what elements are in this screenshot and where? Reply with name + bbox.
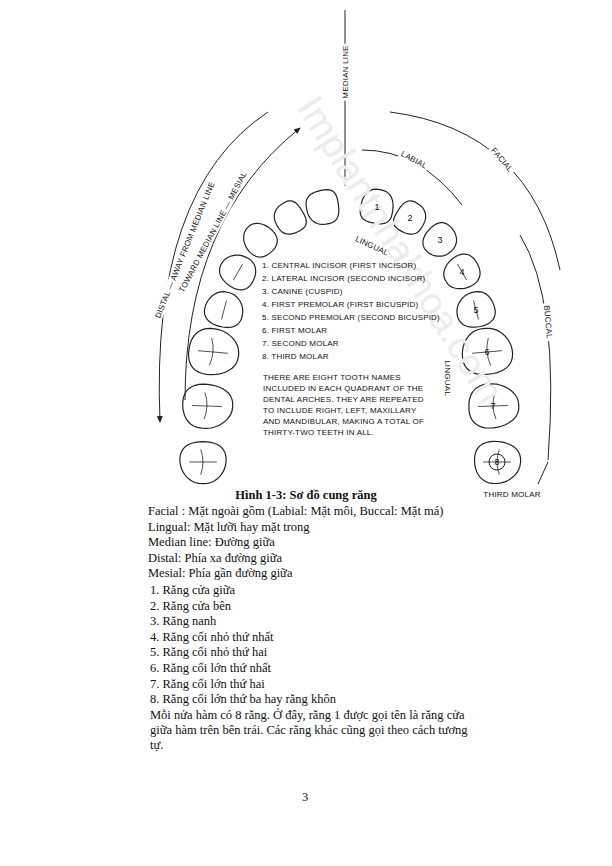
callout-number: 5 xyxy=(473,305,478,315)
list-item: 3. Răng nanh xyxy=(150,614,216,629)
callout-number: 4 xyxy=(459,267,464,277)
tooth-outline xyxy=(180,442,226,484)
tooth-outline xyxy=(220,255,256,290)
tooth-groove xyxy=(192,393,222,419)
list-item: 7. Răng cối lớn thứ hai xyxy=(150,677,265,692)
callout-number: 1 xyxy=(374,202,379,212)
callout-number: 2 xyxy=(407,213,412,223)
tooth-groove xyxy=(474,301,479,320)
surface-label: FACIAL xyxy=(488,145,516,176)
callout-number: 6 xyxy=(484,347,489,357)
buccal-arc xyxy=(520,235,551,460)
tooth-outline xyxy=(475,441,521,483)
surface-label: BUCCAL xyxy=(542,303,554,341)
tooth-groove xyxy=(222,301,227,320)
leader-line xyxy=(538,462,548,484)
tooth-outline xyxy=(183,384,233,428)
note-text: THERE ARE EIGHT TOOTH NAMES INCLUDED IN … xyxy=(263,372,433,438)
callout-number: 8 xyxy=(494,457,499,467)
page-number: 3 xyxy=(302,790,308,805)
tooth-outline xyxy=(204,292,242,328)
list-item: 1. Răng cửa giữa xyxy=(150,583,235,598)
callout-number: 3 xyxy=(437,235,442,245)
axis-label: MEDIAN LINE xyxy=(341,43,350,100)
tooth-groove xyxy=(189,449,217,474)
tooth-name-item: 3. CANINE (CUSPID) xyxy=(262,287,343,296)
definition-line: Median line: Đường giữa xyxy=(148,535,275,550)
figure-caption: Hình 1-3: Sơ đồ cung răng xyxy=(235,488,376,503)
definition-line: Distal: Phía xa đường giữa xyxy=(148,551,282,566)
tooth-outline xyxy=(244,223,278,257)
list-item: 4. Răng cối nhỏ thứ nhất xyxy=(150,630,273,645)
callout-label: THIRD MOLAR xyxy=(483,490,540,499)
list-item: 5. Răng cối nhỏ thứ hai xyxy=(150,645,267,660)
tooth-groove xyxy=(198,338,228,366)
definition-line: Lingual: Mặt lưỡi hay mặt trong xyxy=(148,520,310,535)
watermark: Implantnhakhoa.com xyxy=(288,89,511,411)
tooth-name-item: 7. SECOND MOLAR xyxy=(262,339,339,348)
tooth-name-item: 4. FIRST PREMOLAR (FIRST BICUSPID) xyxy=(262,300,418,309)
tooth-name-item: 8. THIRD MOLAR xyxy=(262,352,329,361)
list-item: 8. Răng cối lớn thứ ba hay răng khôn xyxy=(150,692,336,707)
surface-label: LABIAL xyxy=(398,148,431,171)
tooth-groove xyxy=(483,449,511,474)
list-item: 2. Răng cửa bên xyxy=(150,599,231,614)
paragraph: Mỗi nửa hàm có 8 răng. Ở đây, răng 1 đượ… xyxy=(150,708,482,753)
tooth-name-item: 2. LATERAL INCISOR (SECOND INCISOR) xyxy=(262,274,425,283)
tooth-outline xyxy=(274,201,306,234)
list-item: 6. Răng cối lớn thứ nhất xyxy=(150,661,271,676)
tooth-outline xyxy=(306,190,339,225)
tooth-outline xyxy=(423,223,457,257)
tooth-groove xyxy=(233,264,242,280)
tooth-name-item: 6. FIRST MOLAR xyxy=(262,326,327,335)
tooth-name-item: 1. CENTRAL INCISOR (FIRST INCISOR) xyxy=(262,261,416,270)
definition-line: Facial : Mặt ngoài gồm (Labial: Mặt môi,… xyxy=(148,504,443,519)
definition-line: Mesial: Phía gần đường giữa xyxy=(148,566,292,581)
tooth-outline xyxy=(189,328,239,374)
tooth-name-item: 5. SECOND PREMOLAR (SECOND BICUSPID) xyxy=(262,313,440,322)
surface-label: LINGUAL xyxy=(443,360,452,396)
callout-number: 7 xyxy=(490,401,495,411)
tooth-groove xyxy=(457,264,466,280)
tooth-outline xyxy=(444,254,480,289)
